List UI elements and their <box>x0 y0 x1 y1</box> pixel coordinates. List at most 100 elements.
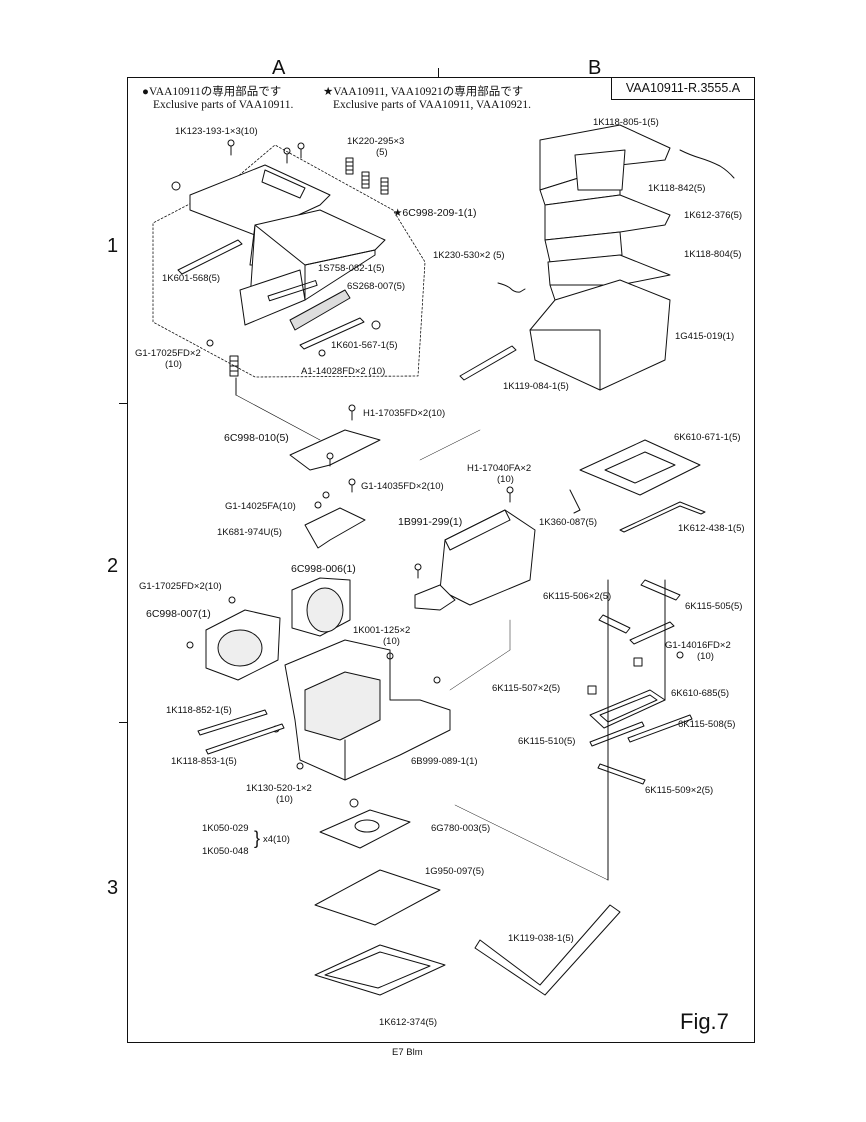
bracket-6c998-010 <box>289 429 381 471</box>
label-1k612-376: 1K612-376(5) <box>684 210 743 221</box>
row-label-1: 1 <box>107 235 119 257</box>
spring-1k118-842 <box>679 149 735 179</box>
frame-6k610-685 <box>589 689 666 729</box>
label-6k115-506: 6K115-506×2(5) <box>543 591 612 602</box>
label-g1-14025: G1-14025FA(10) <box>225 501 296 512</box>
label-6c998-007: 6C998-007(1) <box>146 608 211 620</box>
rod-1k118-852 <box>197 709 268 736</box>
column-label-a: A <box>272 57 286 79</box>
label-1k119-038: 1K119-038-1(5) <box>508 933 574 944</box>
note-star-jp: ★VAA10911, VAA10921の専用部品です <box>323 86 524 98</box>
label-6k610-685: 6K610-685(5) <box>671 688 730 699</box>
figure-label: Fig.7 <box>680 1009 729 1034</box>
label-brace: } <box>254 828 261 848</box>
label-g1-14035: G1-14035FD×2(10) <box>361 481 444 492</box>
row-divider-tick-1 <box>119 403 127 404</box>
label-g1-17025-top-qty: (10) <box>165 359 182 370</box>
bar-6k115-505 <box>640 579 681 601</box>
washer-1k050 <box>349 798 359 808</box>
note-star-en: Exclusive parts of VAA10911, VAA10921. <box>333 99 532 111</box>
label-6c998-209: ★6C998-209-1(1) <box>393 207 477 219</box>
label-6c998-010: 6C998-010(5) <box>224 432 289 444</box>
label-g1-14016: G1-14016FD×2 <box>665 640 731 651</box>
label-1k118-842: 1K118-842(5) <box>648 183 706 194</box>
bar-1k601-568 <box>177 239 243 275</box>
spring-lower <box>229 355 239 377</box>
frame-6k610-671 <box>579 439 701 496</box>
frame-1k612-374 <box>314 944 446 996</box>
label-1k118-852: 1K118-852-1(5) <box>166 705 232 716</box>
label-x4: x4(10) <box>263 834 290 845</box>
label-1s758: 1S758-082-1(5) <box>318 263 385 274</box>
eyepiece-6c998-007 <box>205 609 281 681</box>
label-1k118-805: 1K118-805-1(5) <box>593 117 659 128</box>
note-dot-jp: ●VAA10911の専用部品です <box>142 86 282 98</box>
bracket-1k681 <box>304 507 366 549</box>
row-label-2: 2 <box>107 555 119 577</box>
label-h1-17035: H1-17035FD×2(10) <box>363 408 446 419</box>
label-g1-14016-qty: (10) <box>697 651 714 662</box>
label-g1-17025-top: G1-17025FD×2 <box>135 348 201 359</box>
label-1k001: 1K001-125×2 <box>353 625 411 636</box>
spring-1k220 <box>345 157 389 195</box>
label-h1-17040: H1-17040FA×2 <box>467 463 532 474</box>
label-1k601-567: 1K601-567-1(5) <box>331 340 398 351</box>
glass-6s268 <box>289 289 351 331</box>
row-label-3: 3 <box>107 877 119 899</box>
plate-6g780 <box>319 809 411 849</box>
label-6c998-006: 6C998-006(1) <box>291 563 356 575</box>
bar-6k115-506b <box>629 621 675 645</box>
label-1k681: 1K681-974U(5) <box>217 527 282 538</box>
rod-1k119-084 <box>459 345 517 381</box>
bar-6k115-506a <box>598 614 631 634</box>
screw-1k123 <box>227 139 305 164</box>
model-id-box: VAA10911-R.3555.A <box>611 78 754 100</box>
label-1g415: 1G415-019(1) <box>675 331 735 342</box>
bar-1k601-567 <box>299 317 365 350</box>
top-bracket <box>189 164 331 236</box>
label-6k610-671: 6K610-671-1(5) <box>674 432 741 443</box>
bar-6k115-510 <box>589 721 645 747</box>
row-divider-tick-2 <box>119 722 127 723</box>
spring-1k230 <box>497 282 526 293</box>
label-6b999: 6B999-089-1(1) <box>411 756 478 767</box>
footer-text: E7 Blm <box>392 1047 423 1058</box>
label-1k230: 1K230-530×2 (5) <box>433 250 505 261</box>
label-1k050-048: 1K050-048 <box>202 846 249 857</box>
label-1k001-qty: (10) <box>383 636 400 647</box>
label-6k115-507: 6K115-507×2(5) <box>492 683 561 694</box>
channel-1k119-038 <box>474 904 621 996</box>
label-6s268: 6S268-007(5) <box>347 281 406 292</box>
label-h1-17040-qty: (10) <box>497 474 514 485</box>
label-1k220: 1K220-295×3 <box>347 136 405 147</box>
column-label-b: B <box>588 57 602 79</box>
bar-6k115-508 <box>627 714 693 743</box>
label-1k601-568: 1K601-568(5) <box>162 273 221 284</box>
assembly-outline <box>152 144 426 378</box>
label-1k118-804: 1K118-804(5) <box>684 249 742 260</box>
label-1k220-qty: (5) <box>376 147 388 158</box>
label-6k115-510: 6K115-510(5) <box>518 736 576 747</box>
label-1k612-374: 1K612-374(5) <box>379 1017 438 1028</box>
wire-1k612-438 <box>619 501 706 533</box>
label-1g950: 1G950-097(5) <box>425 866 485 877</box>
bracket-1k360 <box>569 489 581 514</box>
label-6k115-509: 6K115-509×2(5) <box>645 785 714 796</box>
pentaprism-stack <box>529 124 671 391</box>
label-1k050-029: 1K050-029 <box>202 823 249 834</box>
label-1k612-438: 1K612-438-1(5) <box>678 523 745 534</box>
label-g1-17025-mid: G1-17025FD×2(10) <box>139 581 222 592</box>
rod-1k118-853 <box>205 723 285 755</box>
label-1k119-084: 1K119-084-1(5) <box>503 381 569 392</box>
plate-1g950 <box>314 869 441 926</box>
label-6g780: 6G780-003(5) <box>431 823 491 834</box>
eyepiece-6c998-006 <box>291 577 351 637</box>
block-1b991 <box>414 509 536 611</box>
note-dot-en: Exclusive parts of VAA10911. <box>153 99 294 111</box>
label-6k115-505: 6K115-505(5) <box>685 601 743 612</box>
label-1k118-853: 1K118-853-1(5) <box>171 756 237 767</box>
diagram-frame <box>127 77 755 1043</box>
body-6b999 <box>284 639 451 781</box>
bar-6k115-509 <box>597 763 646 785</box>
label-1k360: 1K360-087(5) <box>539 517 598 528</box>
